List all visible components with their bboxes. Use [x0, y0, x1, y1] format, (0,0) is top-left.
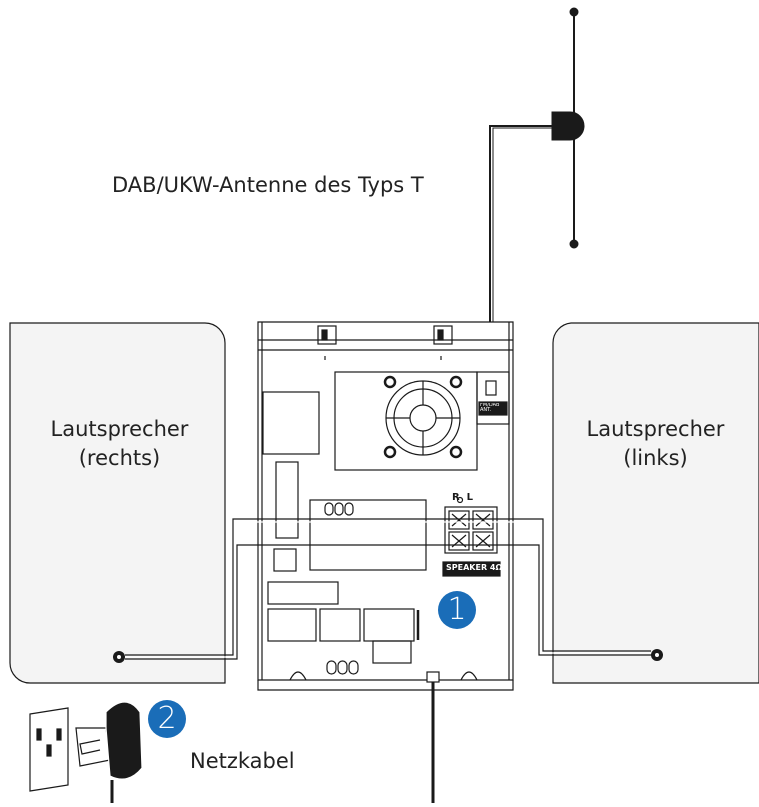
jack-rl-label: R L	[452, 492, 474, 503]
step-badge-1: 1	[438, 591, 476, 629]
speaker-right-panel	[9, 322, 226, 684]
speaker-left-panel	[552, 322, 759, 684]
speaker-plate-label: SPEAKER 4Ω	[446, 563, 503, 572]
speaker-wires	[125, 518, 651, 660]
power-adapter	[29, 701, 143, 803]
step-badge-2: 2	[148, 700, 186, 738]
speaker-right-label-line2: (rechts)	[78, 446, 161, 470]
speaker-left-label-line1: Lautsprecher	[586, 417, 725, 441]
speaker-left-label: Lautsprecher (links)	[558, 415, 753, 473]
speaker-right-label-line1: Lautsprecher	[50, 417, 189, 441]
main-unit	[257, 321, 514, 691]
antenna-label: DAB/UKW-Antenne des Typs T	[112, 173, 424, 197]
speaker-left-label-line2: (links)	[623, 446, 688, 470]
power-cable-label: Netzkabel	[190, 749, 295, 773]
antenna-t	[489, 7, 585, 355]
speaker-right-label: Lautsprecher (rechts)	[22, 415, 217, 473]
antenna-jack-label: FM/DAB ANT.	[480, 403, 500, 413]
